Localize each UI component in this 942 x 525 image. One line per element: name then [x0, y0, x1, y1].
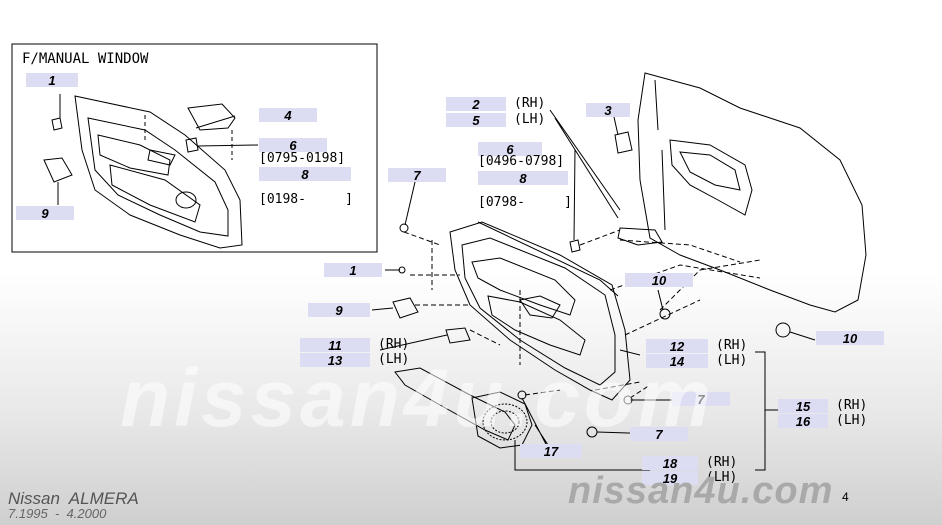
date-range-6: [0496-0798] [478, 154, 565, 169]
callout-2: 2 [446, 97, 506, 112]
side-rh-2: (RH) [514, 96, 546, 111]
side-lh-14: (LH) [716, 353, 748, 368]
production-date-range: 7.1995 - 4.2000 [8, 506, 107, 521]
screw-7a [399, 223, 409, 233]
callout-1: 1 [324, 263, 382, 278]
callout-6-inset: 6 [259, 138, 327, 153]
page-mark: 4 [842, 490, 849, 504]
callout-19: 19 [642, 471, 698, 486]
callout-7-right: 7 [672, 392, 730, 407]
callout-11: 11 [300, 338, 370, 353]
callout-6: 6 [478, 142, 542, 157]
lower-trim-strip [394, 367, 533, 449]
inset-handle-9 [43, 157, 73, 183]
watermark-corner: nissan4u.com [568, 470, 834, 512]
inset-door-panel [74, 95, 243, 249]
callout-9: 9 [308, 303, 370, 318]
door-inner-skin [637, 72, 867, 313]
callout-14: 14 [646, 354, 708, 369]
side-rh-12: (RH) [716, 338, 748, 353]
callout-10-top: 10 [625, 273, 693, 288]
callout-15: 15 [778, 399, 828, 414]
callout-8-inset: 8 [259, 167, 351, 182]
callout-13: 13 [300, 353, 370, 368]
grommet-10b [775, 322, 791, 338]
side-lh-19: (LH) [706, 470, 738, 485]
callout-8: 8 [478, 171, 568, 186]
side-rh-11: (RH) [378, 337, 410, 352]
switch-11 [445, 327, 471, 344]
side-rh-15: (RH) [836, 398, 868, 413]
date-range-8-inset: [0198- ] [259, 192, 353, 207]
vehicle-model: Nissan ALMERA [8, 489, 139, 508]
callout-10: 10 [816, 331, 884, 346]
callout-17: 17 [520, 444, 582, 459]
inset-title: F/MANUAL WINDOW [22, 51, 149, 67]
clip-6 [569, 239, 581, 253]
handle-cover-9 [392, 297, 419, 319]
callout-4: 4 [259, 108, 317, 123]
callout-12: 12 [646, 339, 708, 354]
callout-1-inset: 1 [26, 73, 78, 88]
inset-clip-1 [51, 117, 63, 131]
callout-3: 3 [586, 103, 630, 118]
inset-clip-6 [185, 137, 199, 153]
callout-9-inset: 9 [16, 206, 74, 221]
callout-5: 5 [446, 113, 506, 128]
callout-7-bottom: 7 [630, 427, 688, 442]
side-lh-5: (LH) [514, 112, 546, 127]
watermark-center: nissan4u.com [120, 353, 715, 444]
inset-bracket-4 [187, 103, 236, 131]
date-range-8: [0798- ] [478, 195, 572, 210]
date-range-6-inset: [0795-0198] [259, 151, 346, 166]
callout-18: 18 [642, 456, 698, 471]
bracket-3 [614, 131, 633, 154]
callout-16: 16 [778, 414, 828, 429]
side-rh-18: (RH) [706, 455, 738, 470]
callout-7-top: 7 [388, 168, 446, 183]
handle-bracket-8 [617, 227, 663, 246]
door-trim-panel [449, 221, 631, 401]
side-lh-16: (LH) [836, 413, 868, 428]
inset-frame [11, 43, 378, 253]
side-lh-13: (LH) [378, 352, 410, 367]
